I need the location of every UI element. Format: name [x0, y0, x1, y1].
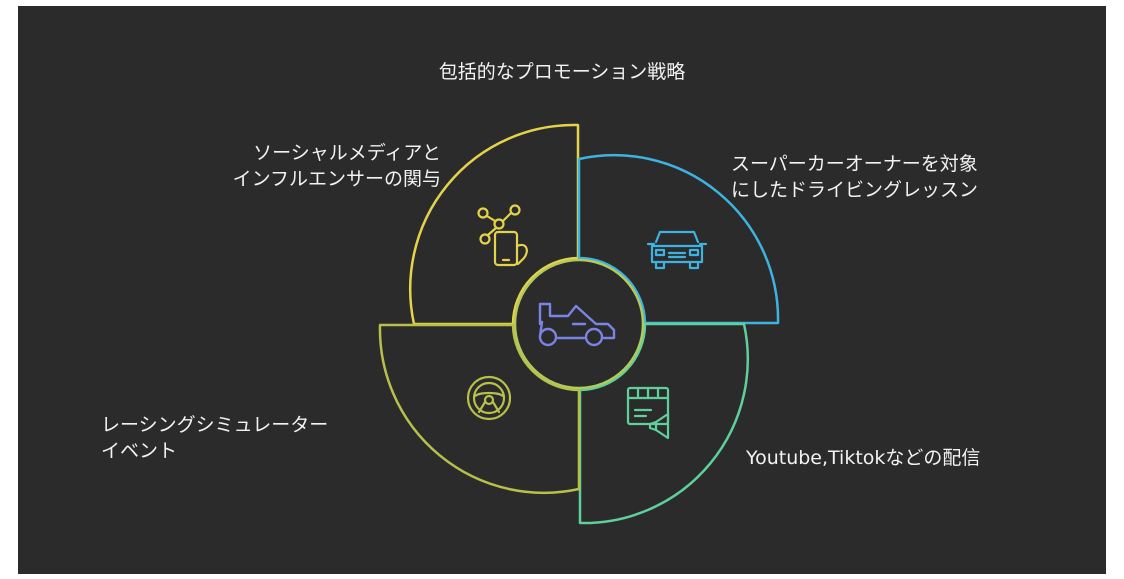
- segment-label-top-left: ソーシャルメディアと インフルエンサーの関与: [233, 140, 441, 192]
- segment-label-bottom-left: レーシングシミュレーター イベント: [101, 412, 328, 464]
- car-front-icon: [646, 230, 708, 270]
- steering-wheel-icon: [466, 375, 512, 421]
- segment-label-line: スーパーカーオーナーを対象: [731, 153, 978, 175]
- diagram-title: 包括的なプロモーション戦略: [438, 61, 686, 83]
- segment-label-line: レーシングシミュレーター: [101, 414, 329, 436]
- segment-label-line: にしたドライビングレッスン: [731, 179, 979, 201]
- social-network-phone-icon: [477, 204, 528, 267]
- diagram-canvas: 包括的なプロモーション戦略 ソーシャルメディアと インフルエンサーの関与 スーパ…: [18, 6, 1106, 574]
- segment-label-line: ソーシャルメディアと: [253, 142, 441, 164]
- quadrant-diagram: [378, 123, 780, 525]
- segment-label-line: インフルエンサーの関与: [232, 168, 441, 190]
- segment-label-bottom-right: Youtube,Tiktokなどの配信: [746, 445, 980, 471]
- segment-label-line: イベント: [101, 440, 178, 462]
- video-broadcast-icon: [626, 386, 670, 440]
- segment-top-right: [577, 154, 780, 325]
- segment-label-top-right: スーパーカーオーナーを対象 にしたドライビングレッスン: [731, 151, 978, 203]
- race-car-icon: [538, 302, 616, 347]
- segment-label-line: Youtube,Tiktokなどの配信: [746, 447, 981, 469]
